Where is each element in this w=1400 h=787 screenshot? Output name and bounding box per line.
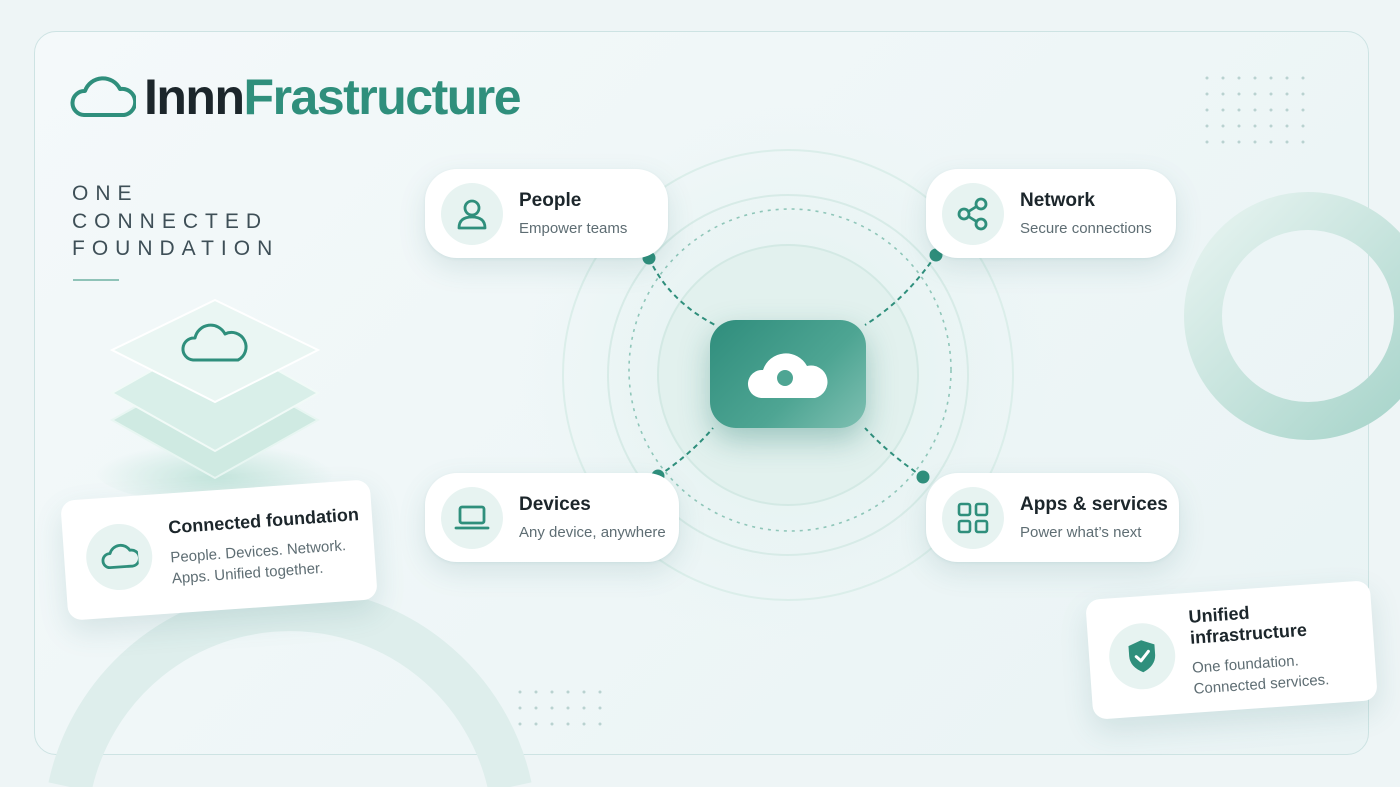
- grid-dot: [1301, 76, 1305, 80]
- tagline-divider: [73, 279, 119, 281]
- grid-dot: [1285, 92, 1289, 96]
- cloud-outline-icon: [70, 75, 138, 119]
- grid-dot: [1205, 140, 1209, 144]
- grid-dot: [518, 722, 522, 726]
- node-card-people[interactable]: People Empower teams: [425, 169, 668, 258]
- grid-dot: [582, 706, 586, 710]
- grid-dot: [1285, 76, 1289, 80]
- tagline-line3: FOUNDATION: [72, 237, 280, 260]
- grid-dot: [566, 706, 570, 710]
- central-cloud-hub[interactable]: [710, 320, 866, 428]
- grid-dot: [534, 706, 538, 710]
- node-subtitle: Power what’s next: [1020, 524, 1142, 541]
- connected-foundation-card[interactable]: Connected foundation People. Devices. Ne…: [60, 479, 378, 621]
- layer-stack-illustration: [109, 298, 321, 480]
- grid-dot: [550, 706, 554, 710]
- grid-dot: [1253, 140, 1257, 144]
- grid-dot: [518, 690, 522, 694]
- grid-icon: [942, 486, 1004, 549]
- brand-logo[interactable]: InnnFrastructure: [70, 69, 522, 125]
- grid-dot: [1205, 108, 1209, 112]
- grid-dot: [1221, 124, 1225, 128]
- card-text: One foundation. Connected services.: [1191, 645, 1376, 700]
- cloud-outline-icon: [84, 521, 155, 593]
- grid-dot: [1269, 108, 1273, 112]
- grid-dot: [582, 722, 586, 726]
- grid-dot: [1221, 140, 1225, 144]
- brand-name-part2: Frastructure: [243, 69, 522, 125]
- grid-dot: [1269, 76, 1273, 80]
- grid-dot: [1253, 124, 1257, 128]
- node-title: Apps & services: [1020, 494, 1168, 515]
- connector-lines: [648, 254, 937, 478]
- grid-dot: [1285, 108, 1289, 112]
- grid-dot: [1205, 92, 1209, 96]
- grid-dot: [550, 690, 554, 694]
- grid-dot: [1237, 140, 1241, 144]
- card-title: Unified infrastructure: [1187, 602, 1308, 648]
- dot-grid-bottom: [518, 690, 602, 726]
- node-card-apps[interactable]: Apps & services Power what’s next: [926, 473, 1179, 562]
- grid-dot: [1205, 76, 1209, 80]
- grid-dot: [534, 722, 538, 726]
- tagline-line1: ONE: [72, 182, 139, 205]
- grid-dot: [598, 706, 602, 710]
- node-title: People: [519, 190, 582, 211]
- tagline-line2: CONNECTED: [72, 209, 269, 233]
- user-icon: [441, 182, 503, 245]
- grid-dot: [1269, 92, 1273, 96]
- node-subtitle: Empower teams: [519, 220, 628, 237]
- grid-dot: [1237, 92, 1241, 96]
- grid-dot: [1221, 108, 1225, 112]
- grid-dot: [1269, 140, 1273, 144]
- grid-dot: [1221, 92, 1225, 96]
- card-text: People. Devices. Network. Apps. Unified …: [170, 534, 363, 589]
- brand-name: InnnFrastructure: [144, 69, 522, 125]
- node-card-network[interactable]: Network Secure connections: [926, 169, 1176, 258]
- grid-dot: [598, 690, 602, 694]
- grid-dot: [566, 690, 570, 694]
- grid-dot: [1221, 76, 1225, 80]
- laptop-icon: [441, 486, 503, 549]
- card-title: Connected foundation: [167, 504, 360, 538]
- grid-dot: [1253, 92, 1257, 96]
- grid-dot: [1237, 76, 1241, 80]
- grid-dot: [566, 722, 570, 726]
- cloud-icon: [747, 353, 828, 398]
- grid-dot: [1205, 124, 1209, 128]
- grid-dot: [1301, 140, 1305, 144]
- grid-dot: [1253, 108, 1257, 112]
- node-subtitle: Any device, anywhere: [519, 524, 666, 541]
- grid-dot: [518, 706, 522, 710]
- brand-name-part1: Innn: [144, 69, 245, 125]
- unified-infrastructure-card[interactable]: Unified infrastructure One foundation. C…: [1085, 580, 1378, 720]
- node-subtitle: Secure connections: [1020, 220, 1152, 237]
- share-icon: [942, 182, 1004, 245]
- node-title: Devices: [519, 494, 591, 515]
- node-title: Network: [1020, 190, 1095, 211]
- grid-dot: [1301, 124, 1305, 128]
- grid-dot: [1269, 124, 1273, 128]
- grid-dot: [1301, 92, 1305, 96]
- node-card-devices[interactable]: Devices Any device, anywhere: [425, 473, 679, 562]
- grid-dot: [1237, 124, 1241, 128]
- grid-dot: [1253, 76, 1257, 80]
- shield-check-icon: [1106, 621, 1178, 692]
- grid-dot: [1237, 108, 1241, 112]
- dot-grid-top-right: [1205, 76, 1305, 144]
- grid-dot: [598, 722, 602, 726]
- grid-dot: [1285, 140, 1289, 144]
- grid-dot: [550, 722, 554, 726]
- grid-dot: [1285, 124, 1289, 128]
- tagline: ONE CONNECTED FOUNDATION: [72, 180, 279, 263]
- grid-dot: [1301, 108, 1305, 112]
- grid-dot: [582, 690, 586, 694]
- grid-dot: [534, 690, 538, 694]
